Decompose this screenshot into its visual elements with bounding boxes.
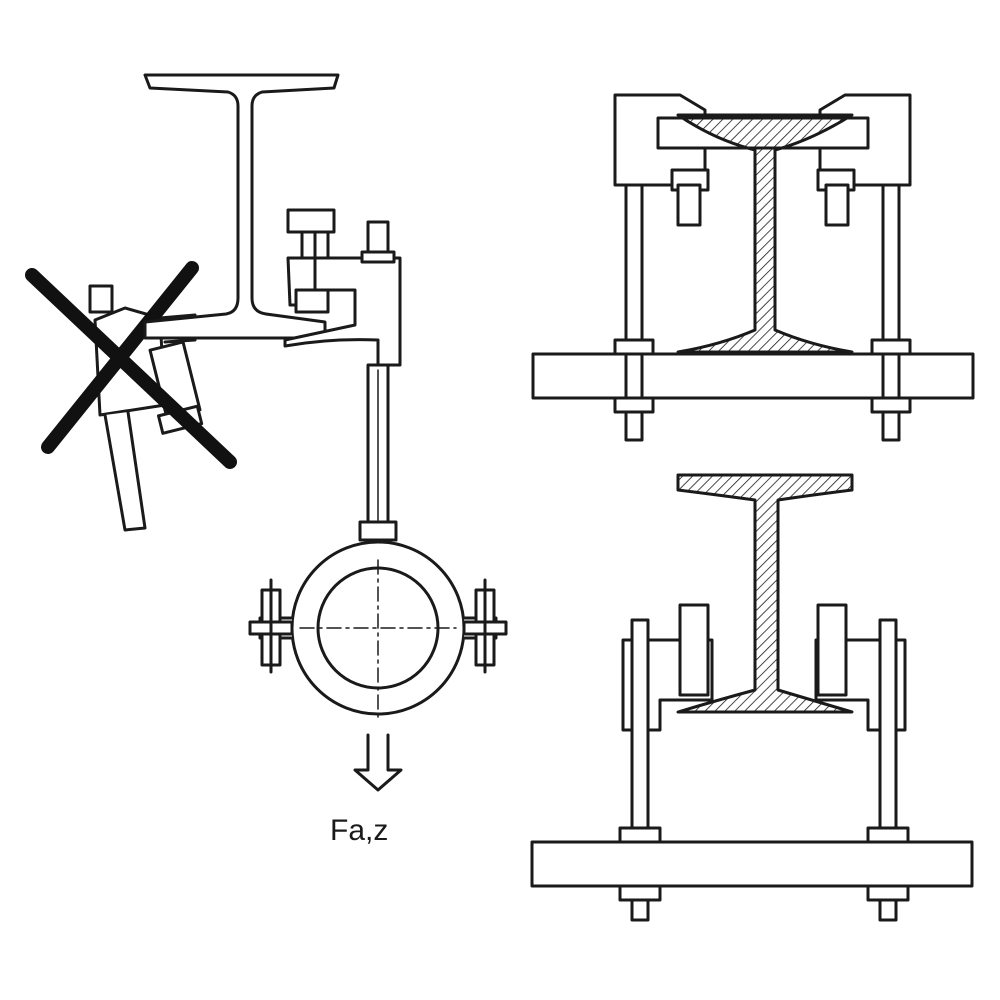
force-label: Fa,z: [330, 814, 388, 847]
cross-out-mark: [25, 261, 237, 469]
top-right-assembly: [531, 93, 975, 442]
force-arrow-icon: [353, 733, 403, 792]
bottom-right-assembly: [530, 473, 974, 922]
beam-clamp-left: [283, 208, 402, 367]
threaded-rod-left: [358, 363, 398, 542]
pipe-centerlines: [299, 559, 457, 721]
